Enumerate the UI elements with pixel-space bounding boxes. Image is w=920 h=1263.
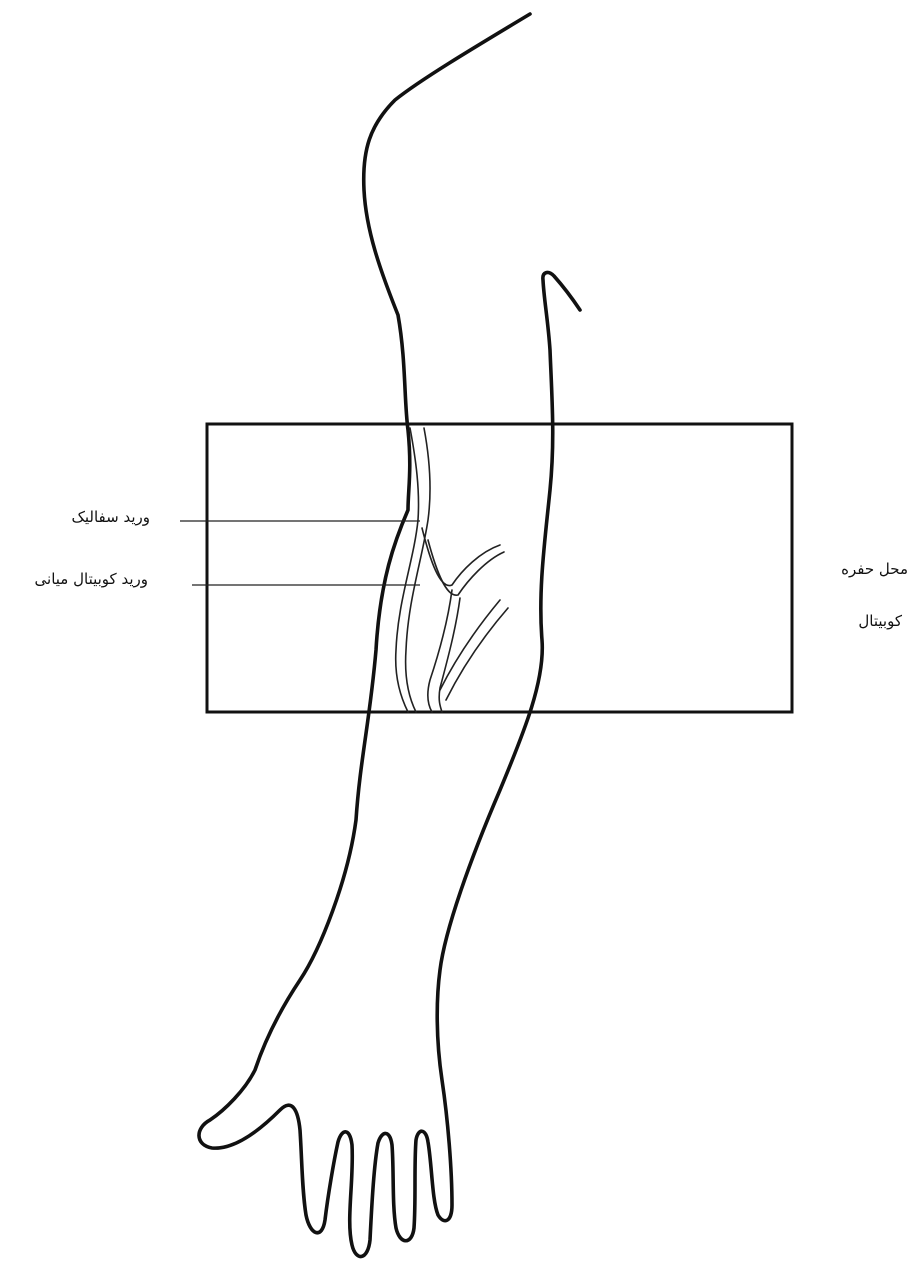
arm-outline	[199, 14, 580, 1256]
cephalic-vein-line-a	[396, 428, 419, 712]
lower-branch-a	[440, 600, 500, 690]
branch-vein-b	[439, 598, 460, 712]
cubital-fossa-label-line2: کوبیتال	[858, 612, 902, 630]
median-cubital-vein-label: ورید کوبیتال میانی	[35, 570, 148, 588]
cephalic-vein-label: ورید سفالیک	[71, 508, 150, 526]
cubital-fossa-label-line1: محل حفره	[841, 560, 908, 578]
cubital-fossa-box	[207, 424, 792, 712]
median-cubital-vein-a	[422, 528, 500, 586]
veins	[396, 428, 508, 712]
